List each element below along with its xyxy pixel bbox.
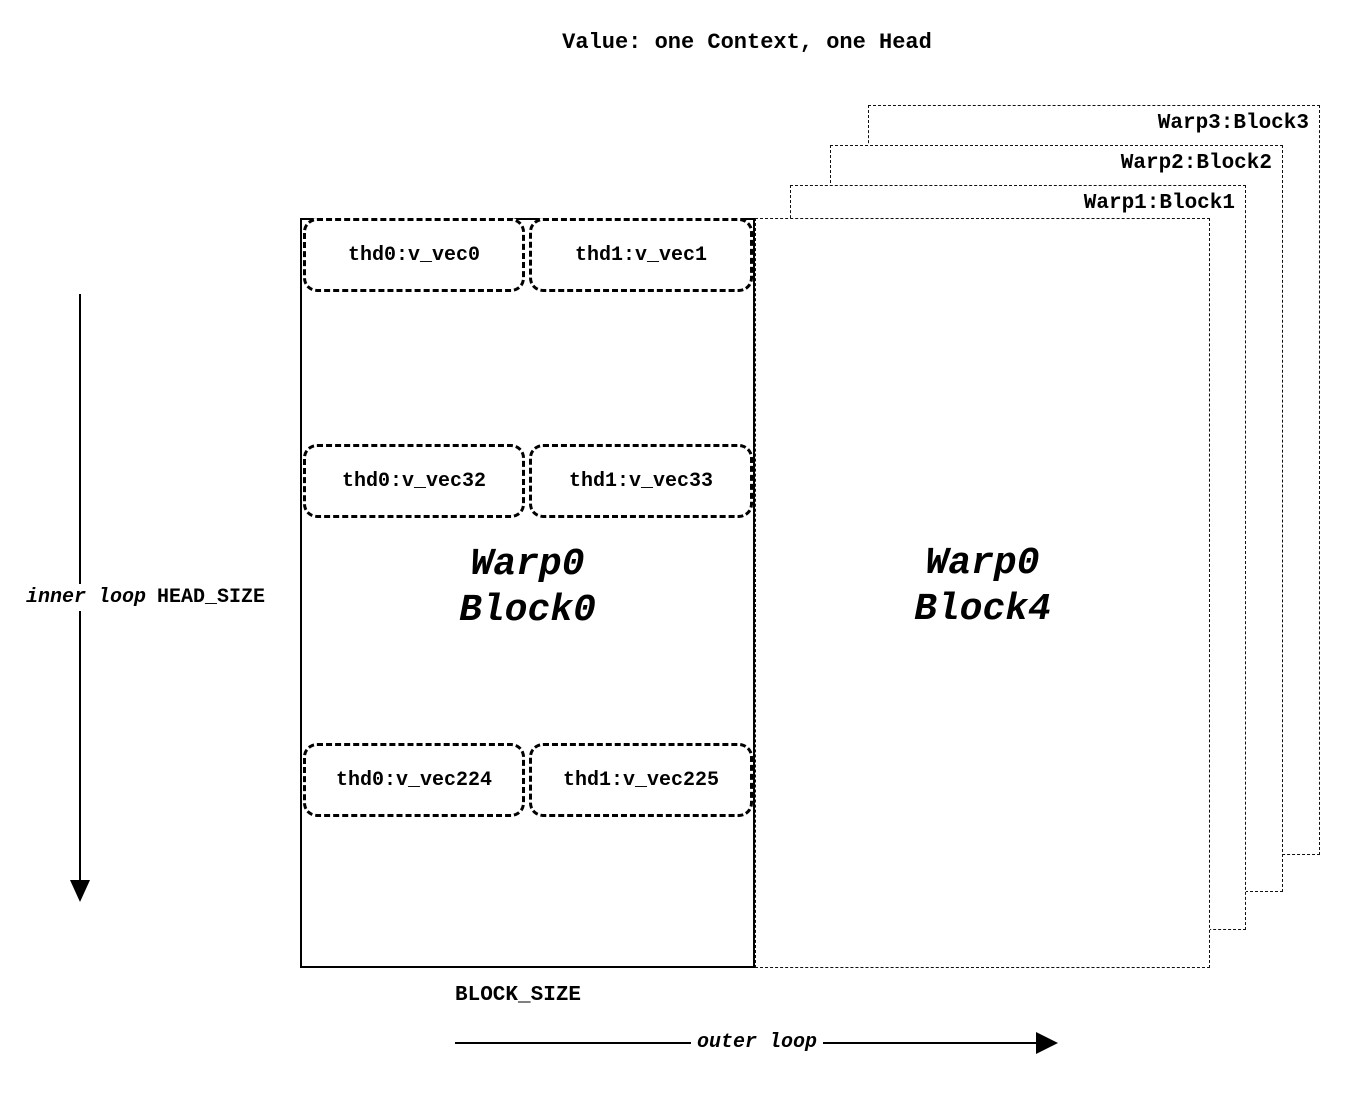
block0-label: Warp0 Block0 — [302, 542, 753, 635]
inner-loop-axis-label: inner loop HEAD_SIZE — [24, 584, 268, 611]
block4-block-text: Block4 — [914, 588, 1051, 632]
head-size-text: HEAD_SIZE — [157, 586, 266, 609]
block4-warp-text: Warp0 — [925, 542, 1040, 585]
thd-cell-v-vec32: thd0:v_vec32 — [303, 444, 525, 518]
thd-cell-v-vec224: thd0:v_vec224 — [303, 743, 525, 817]
thd-cell-v-vec0: thd0:v_vec0 — [303, 218, 525, 292]
block4-label: Warp0 Block4 — [756, 541, 1209, 634]
thd-cell-v-vec1: thd1:v_vec1 — [529, 218, 753, 292]
block0-rect: thd0:v_vec0 thd1:v_vec1 thd0:v_vec32 thd… — [300, 218, 755, 968]
stacked-block-warp2-label: Warp2:Block2 — [1120, 152, 1272, 175]
outer-loop-arrowhead — [1036, 1032, 1058, 1054]
thd-cell-v-vec225: thd1:v_vec225 — [529, 743, 753, 817]
inner-loop-arrowhead — [70, 880, 90, 902]
stacked-block-warp1-label: Warp1:Block1 — [1083, 192, 1235, 215]
block0-warp-text: Warp0 — [470, 543, 585, 586]
block-size-label: BLOCK_SIZE — [455, 984, 582, 1007]
thd-cell-v-vec33: thd1:v_vec33 — [529, 444, 753, 518]
diagram-title: Value: one Context, one Head — [562, 30, 932, 55]
stacked-block-warp3-label: Warp3:Block3 — [1157, 112, 1309, 135]
block4-rect: Warp0 Block4 — [755, 218, 1210, 968]
block0-block-text: Block0 — [459, 589, 596, 633]
outer-loop-label: outer loop — [690, 1031, 824, 1054]
inner-loop-text: inner loop — [26, 586, 147, 609]
